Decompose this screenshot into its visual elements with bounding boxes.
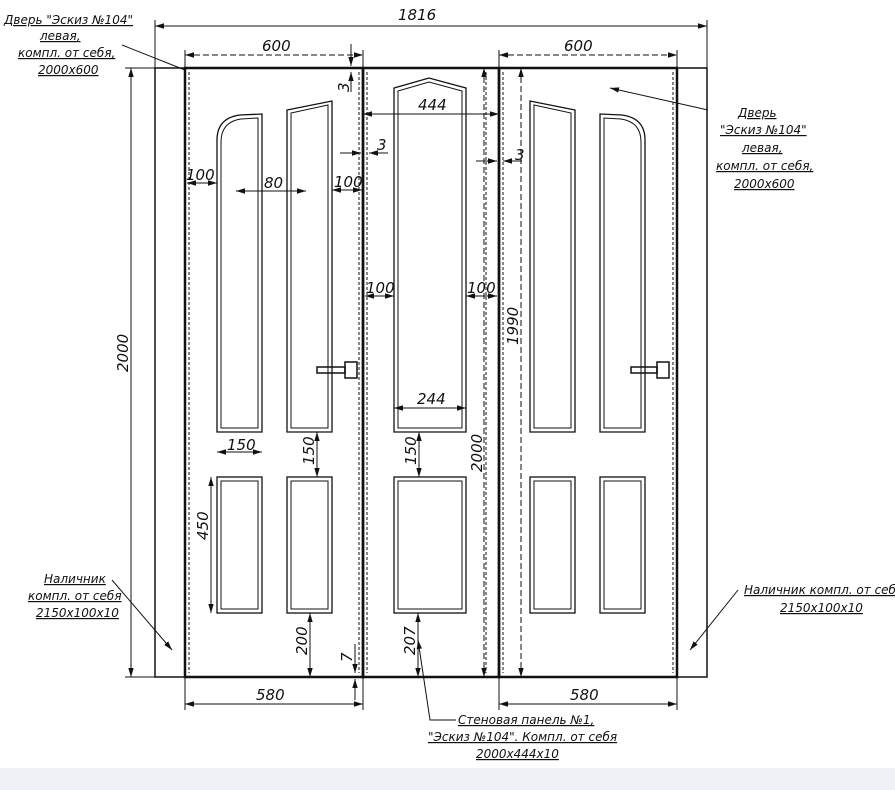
panel-left-1 <box>216 476 263 614</box>
dim-height-overall: 2000 <box>114 334 132 372</box>
dim-door-right-bottom: 580 <box>570 686 599 704</box>
note-wall-panel: Стеновая панель №1, "Эскиз №104". Компл.… <box>428 713 617 761</box>
svg-text:"Эскиз №104": "Эскиз №104" <box>720 123 807 137</box>
dim-gap-right-panel: 3 <box>515 146 525 164</box>
leader-door-left <box>121 44 186 71</box>
dim-door-right-width: 600 <box>564 37 593 55</box>
panel-right-2 <box>599 476 646 614</box>
door-right <box>497 66 679 679</box>
glass-left-1 <box>216 113 263 433</box>
svg-text:2000х600: 2000х600 <box>734 177 795 191</box>
svg-text:Наличник: Наличник <box>44 572 107 586</box>
handle-right <box>630 361 670 379</box>
dim-door-left-width: 600 <box>262 37 291 55</box>
dim-glass-bottom-width: 150 <box>227 436 256 454</box>
dim-panel-left-margin: 100 <box>366 279 395 297</box>
dim-gap-vertical-panel: 150 <box>402 436 420 465</box>
svg-text:"Эскиз №104". Компл. от себя: "Эскиз №104". Компл. от себя <box>428 730 617 744</box>
bottom-band <box>0 768 895 790</box>
note-door-left: Дверь "Эскиз №104" левая, компл. от себя… <box>3 13 133 77</box>
glass-left-2 <box>286 100 333 433</box>
svg-text:компл. от себя: компл. от себя <box>28 589 122 603</box>
handle-left <box>316 361 358 379</box>
dim-gap-left-panel: 3 <box>377 136 387 154</box>
panel-glass <box>393 77 467 433</box>
dim-height-panel: 2000 <box>468 434 486 472</box>
dim-left-margin: 100 <box>186 166 215 184</box>
leader-trim-left <box>111 579 173 651</box>
dim-bottom-gap-left: 7 <box>338 652 356 662</box>
panel-right-1 <box>529 476 576 614</box>
svg-text:2000х444х10: 2000х444х10 <box>476 747 559 761</box>
dim-lower-panel-height: 450 <box>194 511 212 540</box>
glass-right-2 <box>599 113 646 433</box>
wall-panel <box>361 66 501 679</box>
svg-text:2150х100х10: 2150х100х10 <box>780 601 863 615</box>
svg-text:Наличник компл. от себя: Наличник компл. от себя <box>744 583 895 597</box>
note-trim-right: Наличник компл. от себя 2150х100х10 <box>744 583 895 615</box>
dim-panel-width: 444 <box>418 96 447 114</box>
dim-overall-width: 1816 <box>398 6 436 24</box>
dim-panel-right-margin: 100 <box>467 279 496 297</box>
svg-text:Дверь "Эскиз №104": Дверь "Эскиз №104" <box>3 13 133 27</box>
panel-lower <box>393 476 467 614</box>
svg-text:левая,: левая, <box>39 29 81 43</box>
dim-height-door-right: 1990 <box>504 307 522 345</box>
trim-right <box>676 67 708 678</box>
svg-text:2150х100х10: 2150х100х10 <box>36 606 119 620</box>
svg-text:левая,: левая, <box>741 141 783 155</box>
leader-panel <box>416 639 456 721</box>
svg-text:2000х600: 2000х600 <box>38 63 99 77</box>
dim-gap-vertical-left: 150 <box>300 436 318 465</box>
glass-right-1 <box>529 100 576 433</box>
note-trim-left: Наличник компл. от себя 2150х100х10 <box>28 572 122 620</box>
svg-text:Стеновая панель №1,: Стеновая панель №1, <box>458 713 594 727</box>
leader-trim-right <box>689 589 739 651</box>
dim-window-width: 244 <box>417 390 446 408</box>
dim-door-left-bottom: 580 <box>256 686 285 704</box>
dim-bottom-rail-panel: 207 <box>401 626 419 655</box>
dim-mid-gap: 80 <box>264 174 283 192</box>
trim-left <box>154 67 186 678</box>
svg-text:компл. от себя,: компл. от себя, <box>18 46 115 60</box>
dim-right-margin: 100 <box>334 173 363 191</box>
panel-left-2 <box>286 476 333 614</box>
note-door-right: Дверь "Эскиз №104" левая, компл. от себя… <box>716 106 813 191</box>
leader-door-right <box>609 87 709 111</box>
svg-text:Дверь: Дверь <box>737 106 777 120</box>
svg-text:компл. от себя,: компл. от себя, <box>716 159 813 173</box>
dim-bottom-rail-left: 200 <box>293 626 311 655</box>
dim-gap-top: 3 <box>335 82 353 92</box>
